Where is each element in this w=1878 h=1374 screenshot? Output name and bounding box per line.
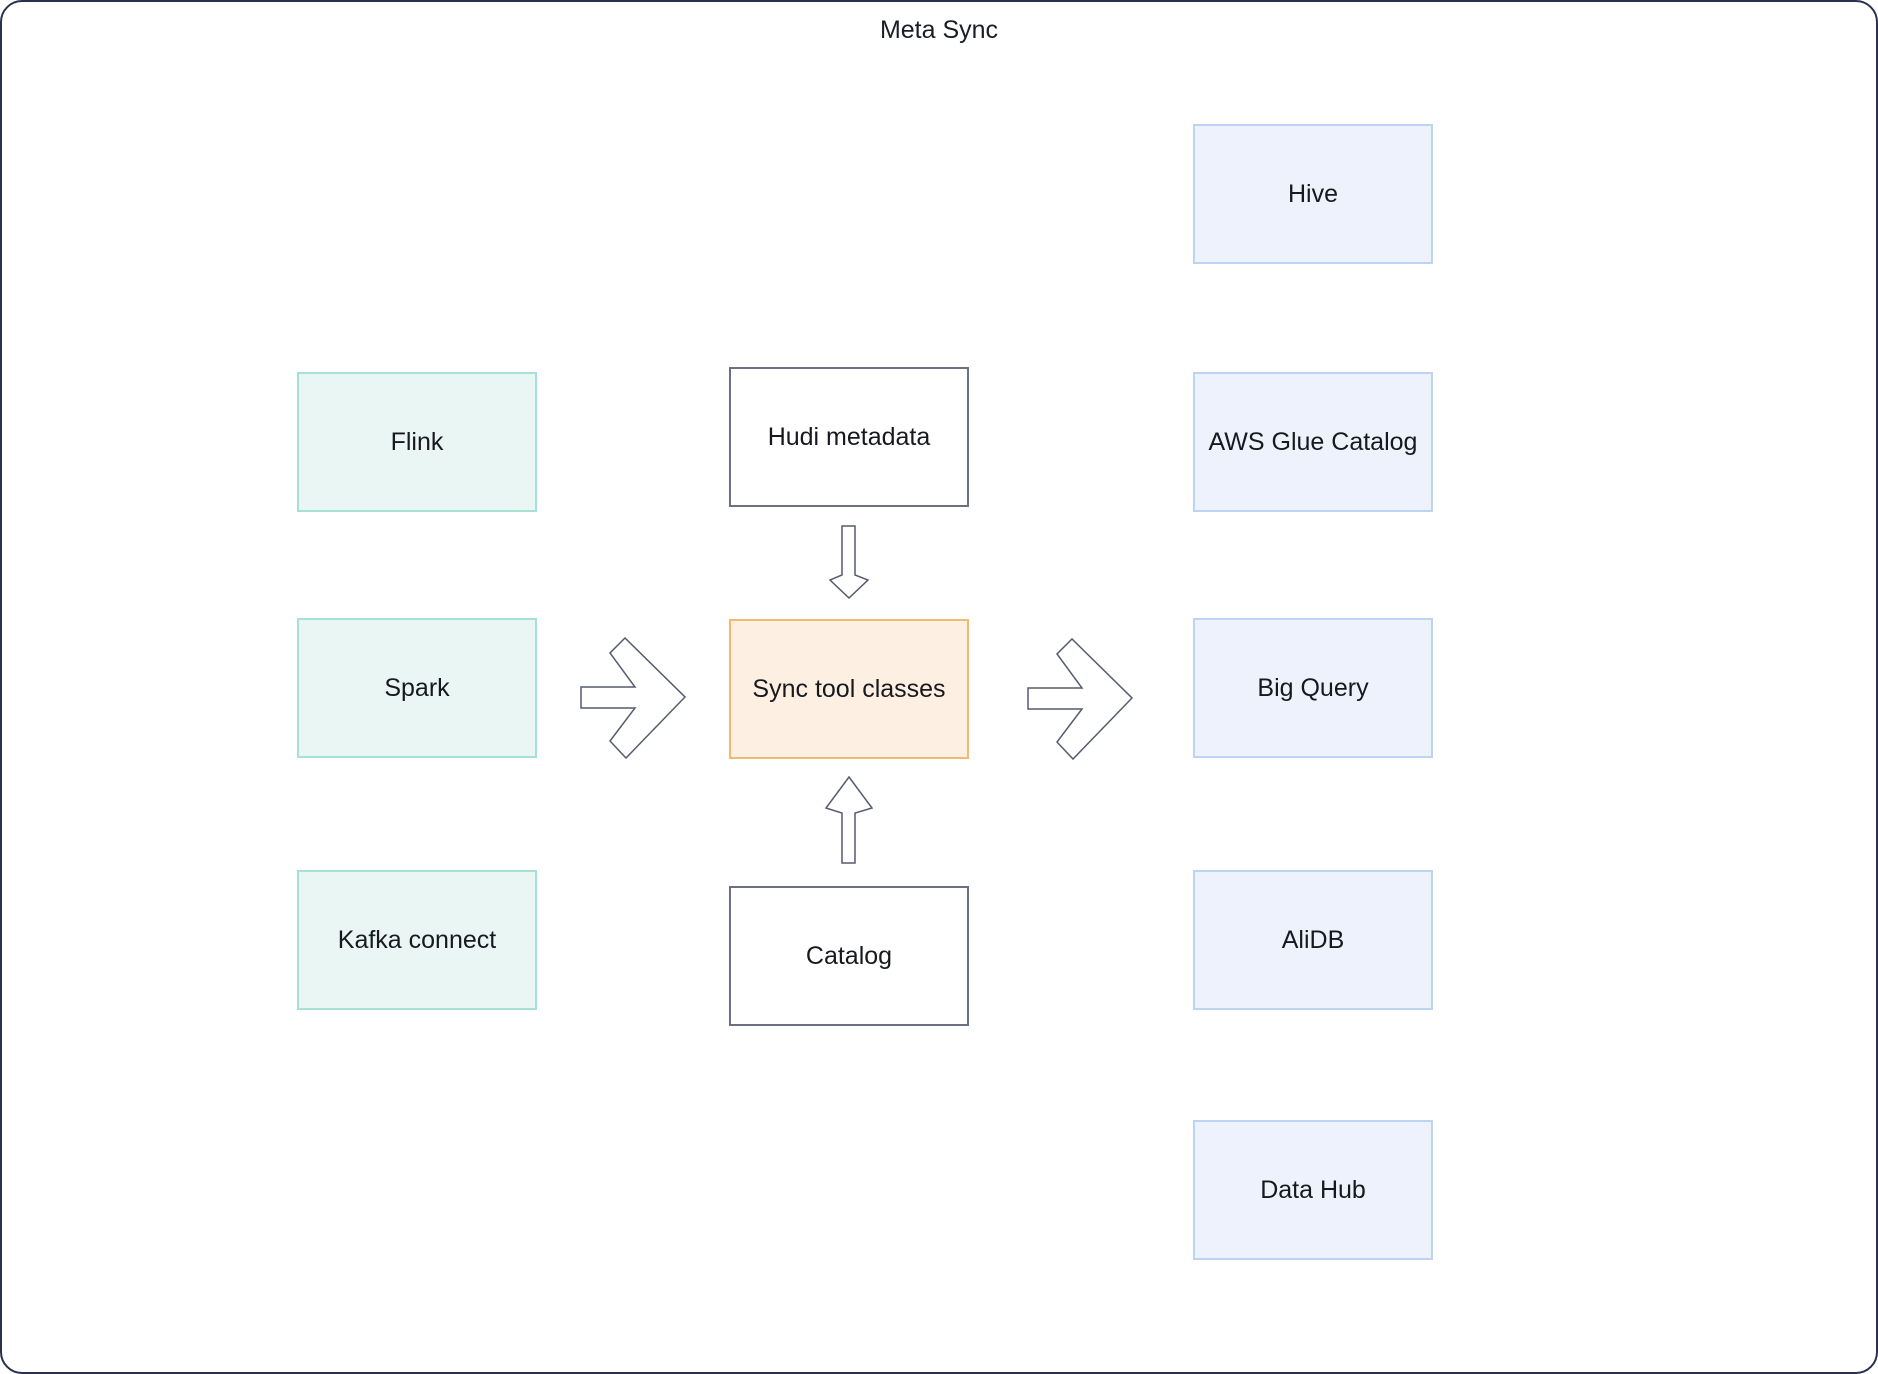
node-aws-glue-catalog: AWS Glue Catalog [1193, 372, 1433, 512]
node-sync-tool-classes-label: Sync tool classes [752, 674, 946, 703]
node-hudi-metadata-label: Hudi metadata [767, 422, 931, 451]
node-hudi-metadata: Hudi metadata [729, 367, 969, 507]
block-arrow-down-icon [829, 525, 869, 599]
node-spark-label: Spark [384, 673, 450, 702]
node-alidb: AliDB [1193, 870, 1433, 1010]
node-kafka-connect-label: Kafka connect [337, 925, 497, 954]
node-data-hub-label: Data Hub [1260, 1175, 1366, 1204]
node-flink: Flink [297, 372, 537, 512]
node-big-query-label: Big Query [1257, 673, 1369, 702]
node-hive: Hive [1193, 124, 1433, 264]
block-arrow-right-icon [580, 637, 686, 760]
node-alidb-label: AliDB [1281, 925, 1345, 954]
node-hive-label: Hive [1287, 179, 1338, 208]
node-spark: Spark [297, 618, 537, 758]
node-sync-tool-classes: Sync tool classes [729, 619, 969, 759]
node-catalog: Catalog [729, 886, 969, 1026]
node-big-query: Big Query [1193, 618, 1433, 758]
node-kafka-connect: Kafka connect [297, 870, 537, 1010]
diagram-title: Meta Sync [879, 16, 999, 44]
node-flink-label: Flink [390, 427, 444, 456]
block-arrow-right-icon [1027, 638, 1133, 761]
node-catalog-label: Catalog [805, 941, 893, 970]
node-data-hub: Data Hub [1193, 1120, 1433, 1260]
node-aws-glue-catalog-label: AWS Glue Catalog [1208, 427, 1418, 456]
block-arrow-up-icon [825, 776, 873, 864]
